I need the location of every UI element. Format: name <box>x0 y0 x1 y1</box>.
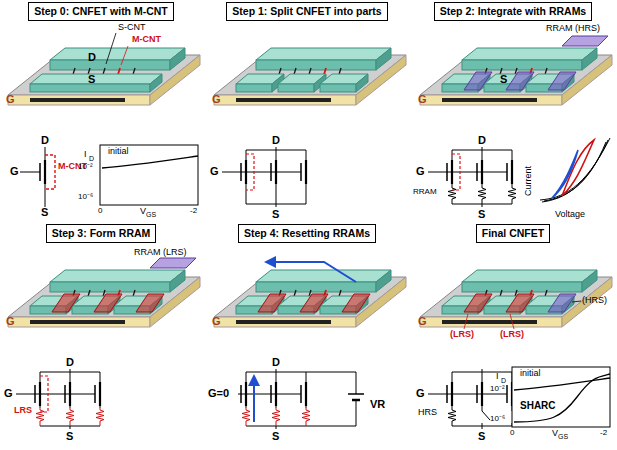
axis-label: RRAM <box>413 188 437 197</box>
axis-label: -2 <box>190 207 197 216</box>
part-label: initial <box>520 369 541 379</box>
step-title-box: Step 1: Split CNFET into parts <box>226 2 387 21</box>
axis-label: 10⁻² <box>78 163 93 172</box>
axis-label: 10⁻⁶ <box>490 415 505 424</box>
gate-label: G <box>6 93 15 105</box>
step-title-box: Step 0: CNFET with M-CNT <box>28 2 174 21</box>
step-title-box: Step 4: Resetting RRAMs <box>238 224 376 243</box>
part-label: S <box>41 206 48 218</box>
part-label: RRAM (HRS) <box>546 24 600 34</box>
part-label: (HRS) <box>582 296 607 306</box>
part-label: (LRS) <box>450 330 474 340</box>
part-label: S <box>478 208 485 220</box>
gate-label: G <box>418 315 427 327</box>
part-label: D <box>89 155 94 163</box>
part-label: S <box>88 73 95 85</box>
step-title: Step 2: Integrate with RRAMs <box>440 5 586 17</box>
part-label: D <box>272 356 280 368</box>
part-label: D <box>41 134 49 146</box>
part-label: D <box>66 356 74 368</box>
part-label: D <box>88 51 96 63</box>
axis-label: -2 <box>600 429 607 438</box>
gate-label: G <box>418 93 427 105</box>
part-label: Voltage <box>555 210 585 220</box>
part-label: S-CNT <box>118 23 146 33</box>
part-label: S <box>66 430 73 442</box>
part-label: initial <box>108 147 129 157</box>
axis-label: 0 <box>98 207 102 216</box>
part-label: GS <box>146 211 156 219</box>
part-label: G=0 <box>208 387 229 399</box>
part-label: D <box>272 134 280 146</box>
step-title: Final CNFET <box>482 227 544 239</box>
part-label: G <box>416 165 425 177</box>
step3-panel <box>8 258 200 429</box>
part-label: S <box>272 430 279 442</box>
axis-label: 10⁻⁶ <box>78 193 93 202</box>
axis-label: Current <box>524 166 534 196</box>
step-title: Step 1: Split CNFET into parts <box>232 5 381 17</box>
part-label: V <box>140 207 146 217</box>
step-title-box: Final CNFET <box>476 224 550 243</box>
part-label: HRS <box>418 408 437 418</box>
gate-label: G <box>6 315 15 327</box>
gate-label: G <box>212 93 221 105</box>
gate-label: G <box>212 315 221 327</box>
step-title: Step 3: Form RRAM <box>52 227 151 239</box>
step2-panel <box>420 36 612 207</box>
part-label: LRS <box>14 406 32 416</box>
final-panel <box>420 270 612 429</box>
part-label: I <box>496 372 499 382</box>
part-label: (LRS) <box>500 330 524 340</box>
step4-panel <box>214 262 406 429</box>
step-title-box: Step 2: Integrate with RRAMs <box>434 2 592 21</box>
part-label: M-CNT <box>132 35 161 45</box>
part-label: G <box>416 387 425 399</box>
part-label: S <box>500 73 507 85</box>
part-label: G <box>4 387 13 399</box>
axis-label: 0 <box>510 429 514 438</box>
part-label: SHARC <box>520 400 556 411</box>
part-label: G <box>210 165 219 177</box>
part-label: D <box>478 134 486 146</box>
step-title: Step 4: Resetting RRAMs <box>244 227 370 239</box>
step-title-box: Step 3: Form RRAM <box>46 224 157 243</box>
step1-panel <box>214 48 406 207</box>
part-label: D <box>501 377 506 385</box>
part-label: VR <box>370 398 385 410</box>
part-label: GS <box>558 433 568 441</box>
part-label: S <box>272 208 279 220</box>
part-label: I <box>84 150 87 160</box>
part-label: RRAM (LRS) <box>134 248 187 258</box>
part-label: V <box>552 429 558 439</box>
step0-panel <box>8 33 200 207</box>
part-label: S <box>478 430 485 442</box>
step-title: Step 0: CNFET with M-CNT <box>34 5 168 17</box>
axis-label: 10⁻² <box>490 385 505 394</box>
part-label: G <box>10 165 19 177</box>
